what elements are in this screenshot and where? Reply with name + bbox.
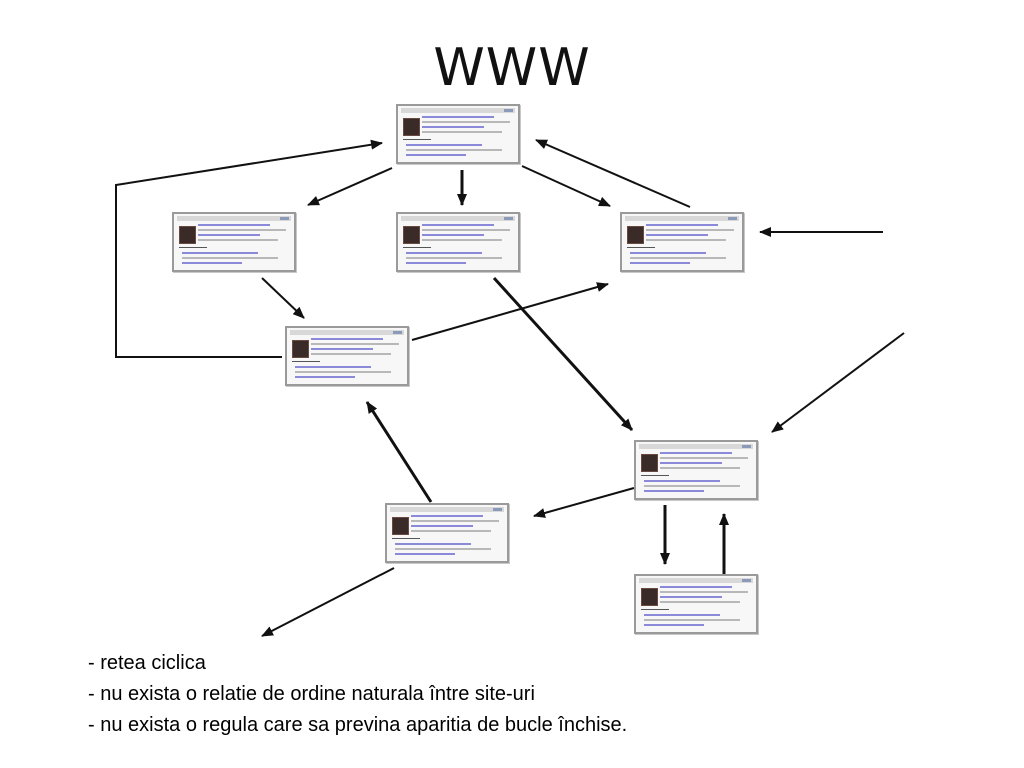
bullet-item: retea ciclica bbox=[88, 648, 627, 679]
link-arrow-top-to-left bbox=[307, 167, 393, 206]
link-arrow-bottom-center-to-mid-left bbox=[365, 401, 433, 503]
web-page-node-bottom-center bbox=[385, 503, 509, 563]
bullet-list: retea ciclica nu exista o relatie de ord… bbox=[88, 648, 627, 741]
link-arrow-bottom-center-to-external-left bbox=[261, 567, 395, 637]
web-page-node-top bbox=[396, 104, 520, 164]
web-page-node-mid-right bbox=[634, 440, 758, 500]
web-page-node-left bbox=[172, 212, 296, 272]
web-page-node-mid-left bbox=[285, 326, 409, 386]
link-arrow-mid-right-to-bottom-center bbox=[533, 487, 635, 518]
bullet-item: nu exista o regula care sa previna apari… bbox=[88, 710, 627, 741]
web-page-node-right bbox=[620, 212, 744, 272]
link-arrow-top-to-right bbox=[521, 165, 611, 207]
link-arrow-right-to-top bbox=[535, 139, 691, 208]
bullet-item: nu exista o relatie de ordine naturala î… bbox=[88, 679, 627, 710]
link-arrow-mid-left-to-right bbox=[411, 282, 609, 341]
web-page-node-bottom-right bbox=[634, 574, 758, 634]
link-arrow-external-right-to-mid-right bbox=[771, 332, 905, 433]
slide-title: WWW bbox=[433, 38, 591, 98]
link-arrow-left-to-mid-left bbox=[261, 277, 305, 319]
link-arrow-center-to-mid-right bbox=[492, 276, 634, 432]
link-arrow-mid-left-to-top bbox=[115, 139, 383, 358]
web-page-node-center bbox=[396, 212, 520, 272]
